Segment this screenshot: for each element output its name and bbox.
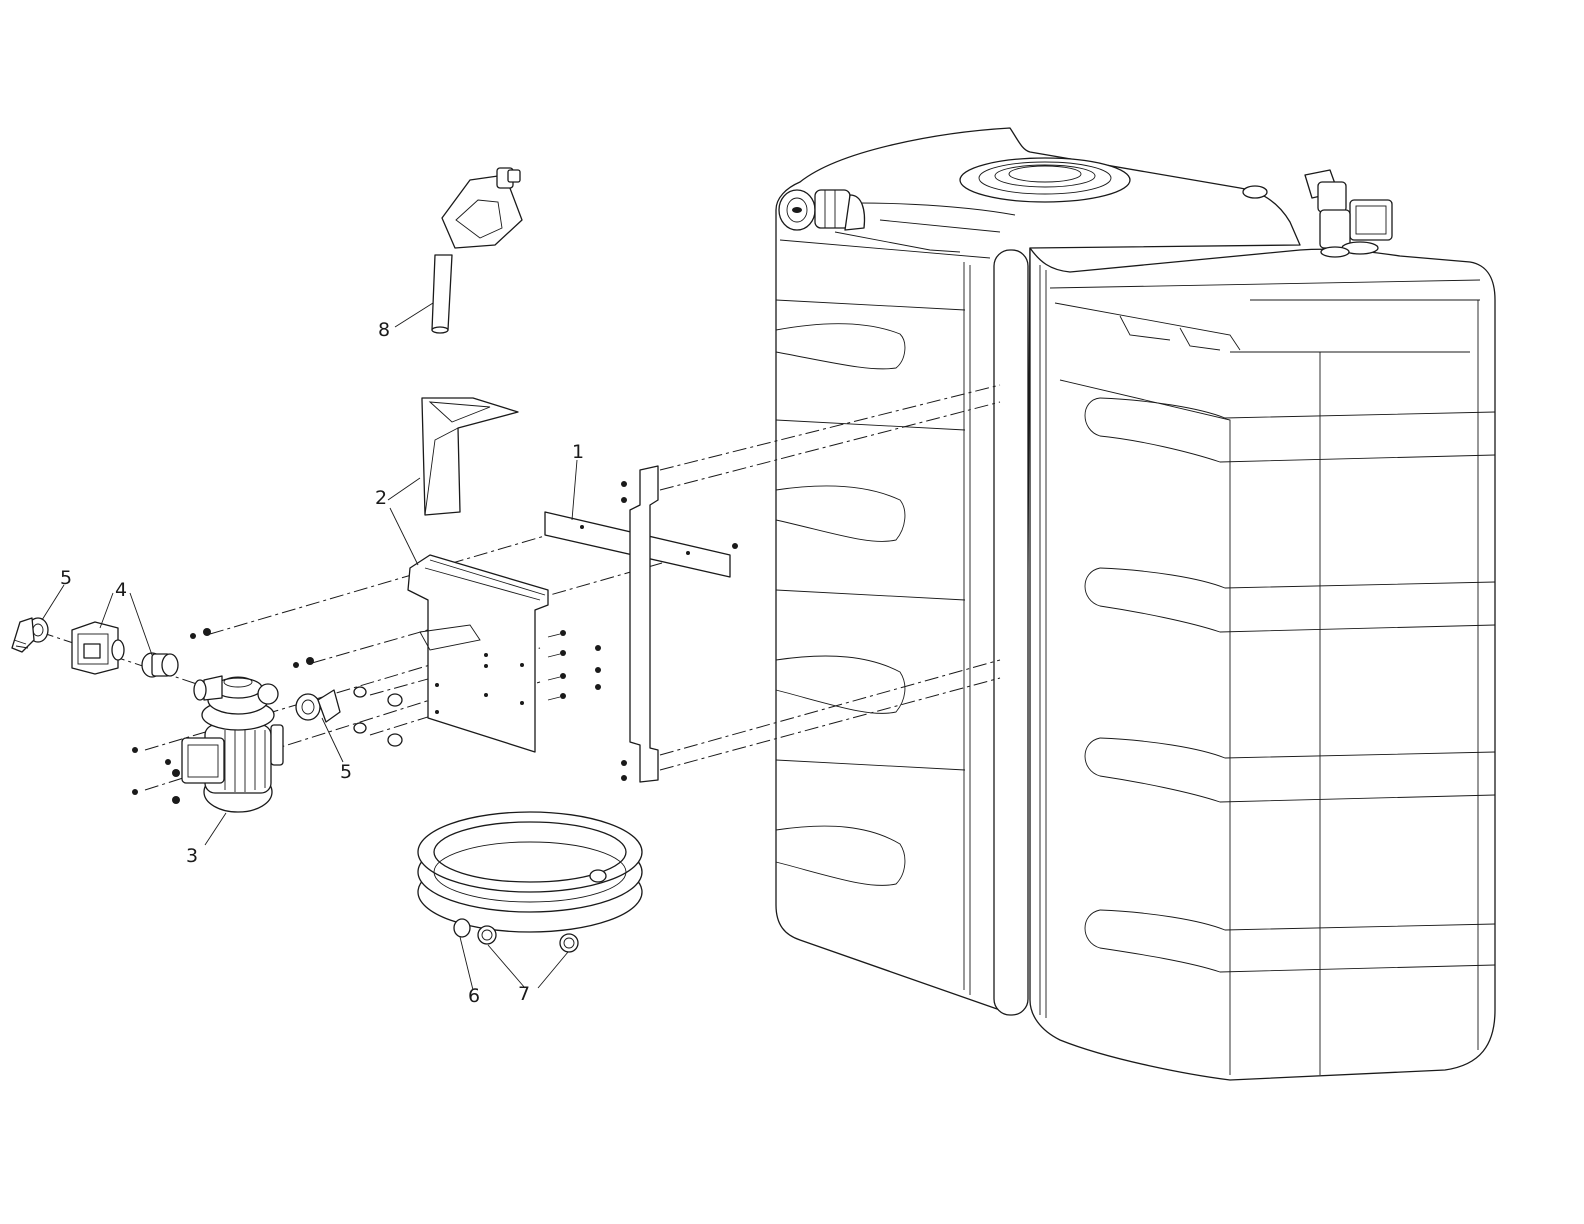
part-4-flow-meter bbox=[71, 621, 125, 675]
callout-labels: 8 1 2 5 4 5 3 6 7 bbox=[60, 319, 584, 1007]
callout-8: 8 bbox=[378, 319, 390, 341]
callout-1: 1 bbox=[572, 441, 584, 463]
callout-6: 6 bbox=[468, 985, 480, 1007]
part-5-elbow-fitting-left bbox=[11, 617, 49, 653]
part-2-back-plate bbox=[407, 554, 549, 753]
part-4-adaptor bbox=[141, 652, 179, 678]
part-7-hose-clamps bbox=[477, 925, 579, 953]
callout-5-left: 5 bbox=[60, 567, 72, 589]
callout-7: 7 bbox=[518, 983, 530, 1005]
vertical-bracket bbox=[621, 465, 659, 783]
part-5-elbow-fitting-right bbox=[295, 689, 341, 723]
callout-5-right: 5 bbox=[340, 761, 352, 783]
storage-tank bbox=[775, 127, 1496, 1081]
leader-lines bbox=[41, 302, 578, 991]
part-8-nozzle bbox=[431, 167, 523, 334]
tank-right-fitting bbox=[1242, 169, 1393, 258]
part-2-nozzle-holster bbox=[421, 397, 519, 516]
callout-2: 2 bbox=[375, 487, 387, 509]
tank-left-fitting bbox=[778, 189, 866, 231]
fasteners bbox=[132, 628, 601, 804]
part-6-hose-coil bbox=[417, 811, 643, 938]
part-3-pump-motor bbox=[181, 675, 284, 813]
callout-4: 4 bbox=[115, 579, 127, 601]
callout-3: 3 bbox=[186, 845, 198, 867]
